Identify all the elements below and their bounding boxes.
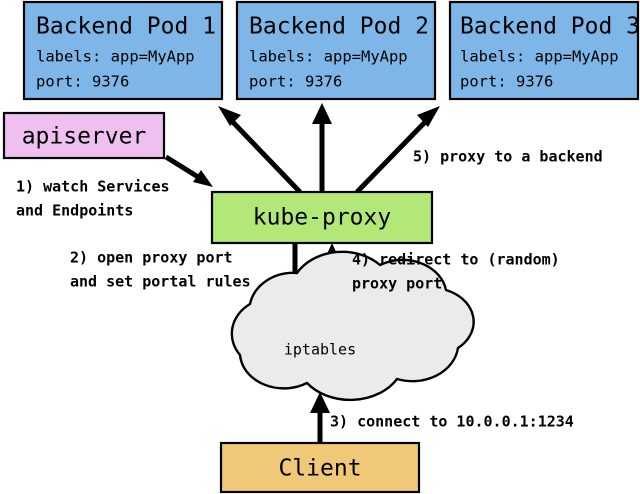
- kube-proxy-box[interactable]: [210, 190, 434, 245]
- client-node[interactable]: Client: [219, 441, 421, 494]
- pod-3-labels: labels: app=MyApp: [460, 48, 619, 66]
- kube-proxy-node[interactable]: kube-proxy: [210, 190, 434, 245]
- step-2-line-2: and set portal rules: [70, 273, 251, 291]
- pod-3-port: port: 9376: [460, 73, 553, 91]
- step-5-line-1: 5) proxy to a backend: [413, 148, 603, 166]
- pod-2-box[interactable]: [235, 0, 437, 101]
- step-1-line-1: 1) watch Services: [16, 178, 170, 196]
- edge-client-to-iptables: [310, 392, 330, 443]
- step-4-line-2: proxy port: [352, 275, 442, 293]
- step-3-line-1: 3) connect to 10.0.0.1:1234: [330, 413, 574, 431]
- apiserver-label: apiserver: [22, 124, 147, 150]
- step-3-label: 3) connect to 10.0.0.1:1234: [330, 413, 574, 431]
- pod-2-port: port: 9376: [249, 73, 342, 91]
- pod-3-title: Backend Pod 3: [460, 14, 640, 40]
- pod-1-box[interactable]: [22, 0, 224, 101]
- edge-kubeproxy-to-pod2: [312, 103, 332, 192]
- step-1-line-2: and Endpoints: [16, 202, 133, 220]
- backend-pod-3[interactable]: Backend Pod 3 labels: app=MyApp port: 93…: [448, 0, 640, 101]
- step-1-label: 1) watch Services and Endpoints: [16, 178, 170, 220]
- edge-kubeproxy-to-pod1: [218, 106, 302, 194]
- edge-kubeproxy-to-pod3: [355, 106, 440, 194]
- step-4-label: 4) redirect to (random) proxy port: [352, 251, 560, 293]
- pod-2-labels: labels: app=MyApp: [249, 48, 408, 66]
- client-box[interactable]: [219, 441, 421, 494]
- client-label: Client: [278, 456, 361, 482]
- iptables-cloud: iptables: [230, 250, 475, 402]
- backend-pod-2[interactable]: Backend Pod 2 labels: app=MyApp port: 93…: [235, 0, 437, 101]
- step-4-line-1: 4) redirect to (random): [352, 251, 560, 269]
- apiserver-node[interactable]: apiserver: [2, 111, 166, 160]
- pod-2-title: Backend Pod 2: [249, 14, 429, 40]
- kube-proxy-label: kube-proxy: [253, 205, 391, 231]
- pod-1-title: Backend Pod 1: [36, 14, 216, 40]
- pod-3-box[interactable]: [448, 0, 640, 101]
- step-5-label: 5) proxy to a backend: [413, 148, 603, 166]
- step-2-label: 2) open proxy port and set portal rules: [70, 249, 251, 291]
- pod-1-labels: labels: app=MyApp: [36, 48, 195, 66]
- step-2-line-1: 2) open proxy port: [70, 249, 233, 267]
- edge-apiserver-to-kubeproxy: [164, 154, 213, 187]
- pod-1-port: port: 9376: [36, 73, 129, 91]
- backend-pod-1[interactable]: Backend Pod 1 labels: app=MyApp port: 93…: [22, 0, 224, 101]
- apiserver-box[interactable]: [2, 111, 166, 160]
- iptables-label: iptables: [284, 341, 356, 359]
